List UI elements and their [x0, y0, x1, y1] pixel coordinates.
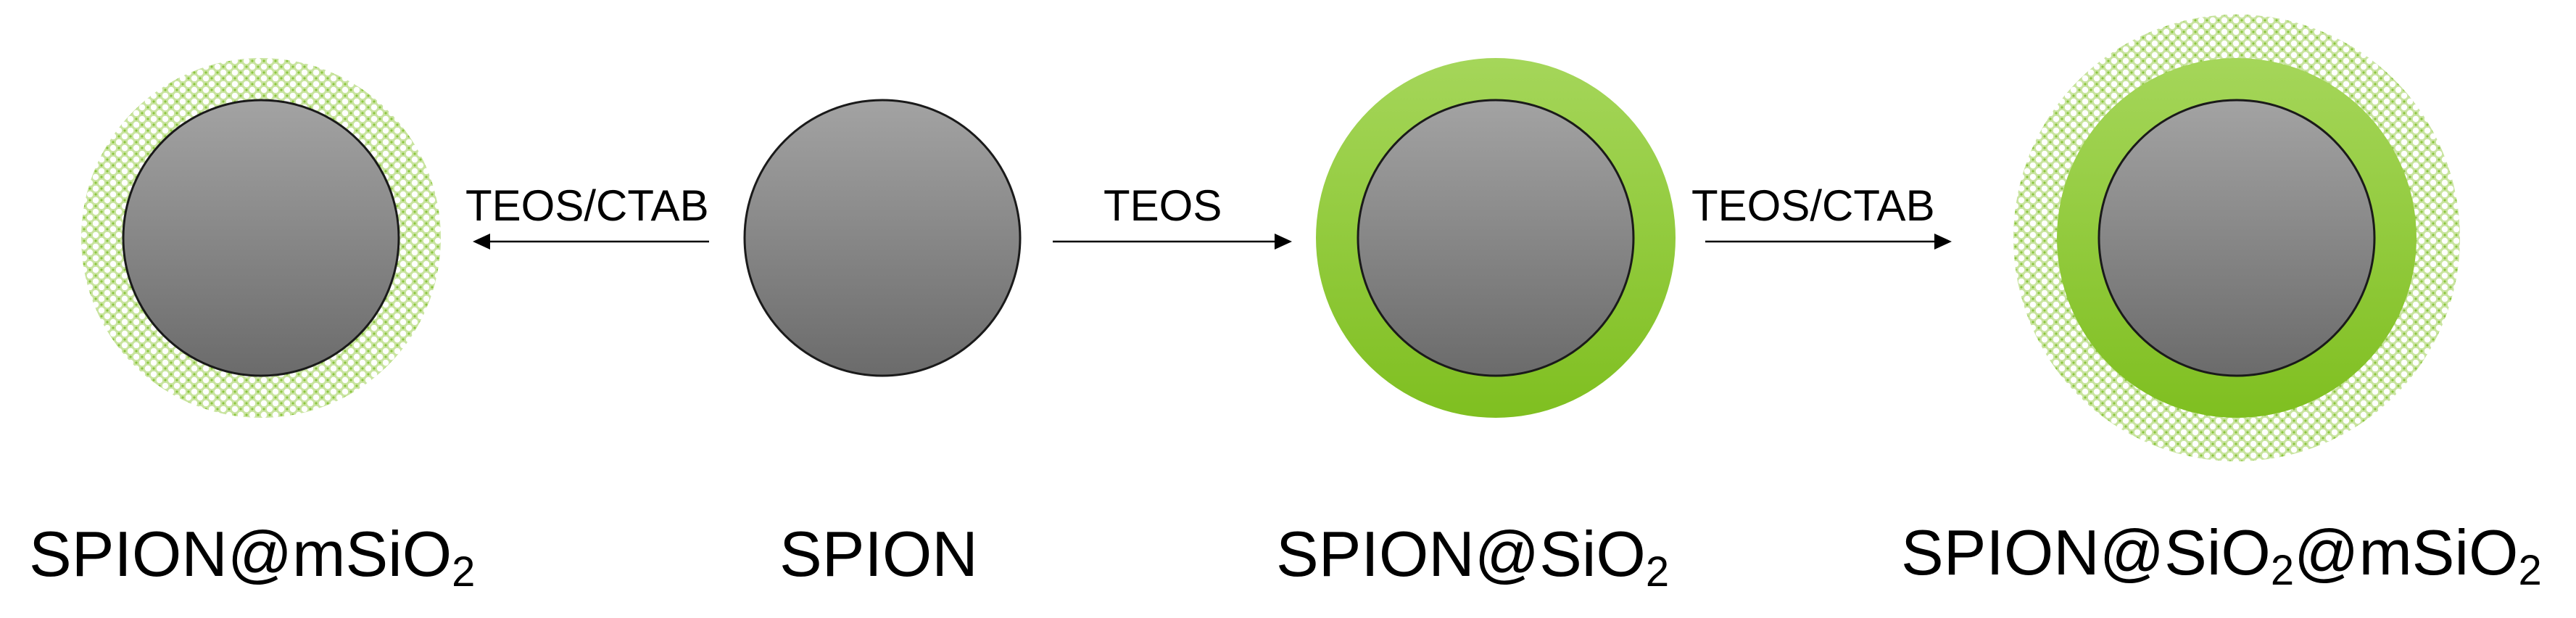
- arrow-spion-to-sio2: [1053, 234, 1292, 250]
- caption-tail: @mSiO: [2294, 516, 2519, 588]
- caption-spion-sio2-msio2: SPION@SiO2@mSiO2: [1901, 521, 2542, 592]
- caption-spion-msio2: SPION@mSiO2: [29, 522, 475, 593]
- arrow-label-teos-ctab-left: TEOS/CTAB: [465, 181, 709, 230]
- caption-subscript: 2: [1645, 548, 1670, 596]
- particle-spion-msio2: [81, 58, 441, 418]
- arrow-label-teos-ctab-right: TEOS/CTAB: [1691, 181, 1935, 230]
- arrow-spion-to-msio2: [473, 234, 709, 250]
- arrow-sio2-to-sio2-msio2: [1705, 234, 1952, 250]
- iron-oxide-core: [743, 99, 1022, 377]
- particle-spion-sio2: [1316, 58, 1676, 418]
- caption-subscript: 2: [452, 548, 476, 596]
- caption-main: SPION@mSiO: [29, 518, 452, 590]
- caption-main: SPION: [779, 518, 978, 590]
- caption-spion: SPION: [779, 522, 978, 586]
- caption-main: SPION@SiO: [1276, 518, 1646, 590]
- iron-oxide-core: [2097, 99, 2376, 377]
- iron-oxide-core: [1357, 99, 1635, 377]
- particle-spion: [743, 99, 1022, 377]
- arrow-label-teos: TEOS: [1103, 181, 1222, 230]
- caption-main: SPION@SiO: [1901, 516, 2271, 588]
- caption-subscript-2: 2: [2518, 547, 2542, 594]
- caption-spion-sio2: SPION@SiO2: [1276, 522, 1669, 593]
- caption-subscript: 2: [2270, 547, 2295, 594]
- particle-spion-sio2-msio2: [2013, 15, 2460, 461]
- iron-oxide-core: [122, 99, 400, 377]
